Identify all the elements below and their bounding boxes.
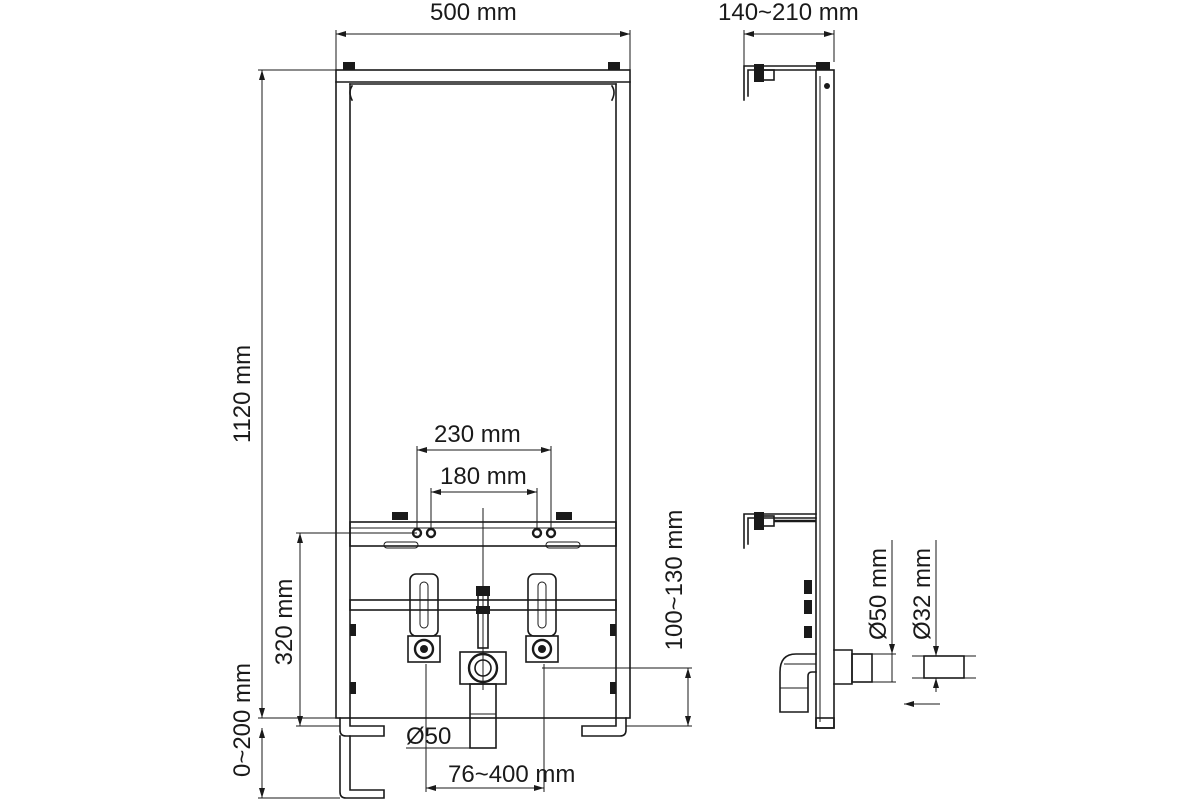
dim-drain-diameter-side: Ø50 mm xyxy=(865,548,892,640)
dim-pipe-diameter-side: Ø32 mm xyxy=(909,548,936,640)
dim-valve-spacing-outer: 230 mm xyxy=(434,421,521,448)
side-view: 140~210 mm Ø50 mm Ø32 mm xyxy=(718,0,976,729)
front-dimensions: 500 mm 1120 mm 0~200 mm 320 mm 230 mm xyxy=(229,0,692,799)
dim-depth: 140~210 mm xyxy=(718,0,859,26)
dim-valve-spacing-inner: 180 mm xyxy=(440,463,527,490)
dim-drain-diameter-front: Ø50 xyxy=(406,723,451,750)
dim-valve-height: 320 mm xyxy=(271,579,298,666)
dim-frame-width: 500 mm xyxy=(430,0,517,26)
dim-leg-extension: 0~200 mm xyxy=(229,663,256,777)
dim-outlet-height: 100~130 mm xyxy=(661,510,688,651)
dim-outlet-offset: 76~400 mm xyxy=(448,761,575,788)
dim-frame-height: 1120 mm xyxy=(229,345,256,443)
front-view xyxy=(335,62,631,799)
